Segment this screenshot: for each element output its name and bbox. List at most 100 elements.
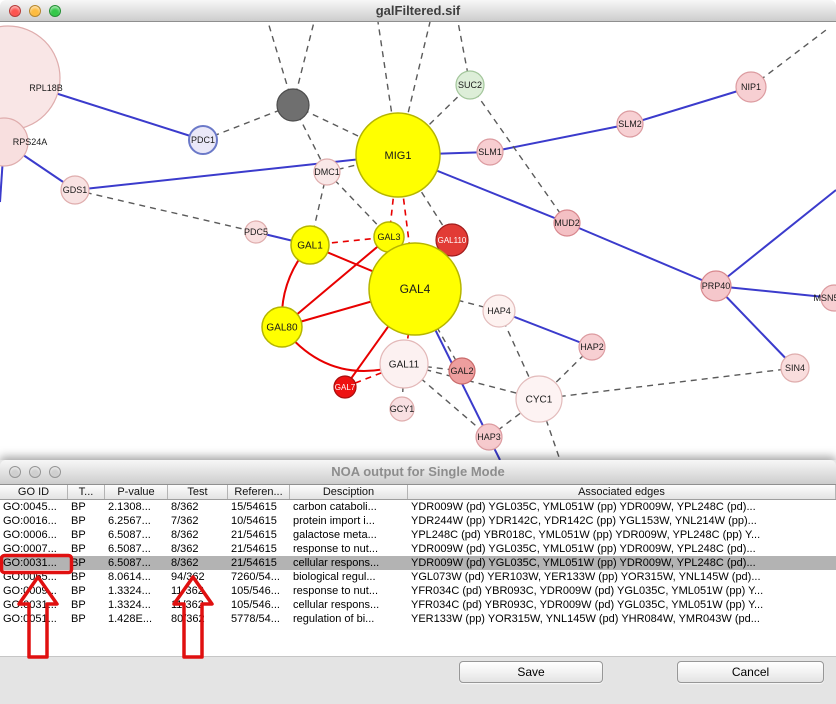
- table-cell: response to nut...: [290, 542, 408, 556]
- table-cell: YDR244W (pp) YDR142C, YDR142C (pp) YGL15…: [408, 514, 836, 528]
- node-label-pdc1: PDC1: [191, 135, 215, 145]
- node-label-hap4: HAP4: [487, 306, 511, 316]
- table-cell: YFR034C (pd) YBR093C, YDR009W (pd) YGL03…: [408, 584, 836, 598]
- table-cell: 21/54615: [228, 542, 290, 556]
- network-window-title: galFiltered.sif: [0, 0, 836, 21]
- table-cell: 11/362: [168, 584, 228, 598]
- table-cell: YFR034C (pd) YBR093C, YDR009W (pd) YGL03…: [408, 598, 836, 612]
- node-label-rpl18b: RPL18B: [29, 83, 63, 93]
- network-canvas[interactable]: RPL18BRPS24AGDS1PDC1DMC1MIG1SUC2SLM2NIP1…: [0, 22, 836, 460]
- table-row[interactable]: GO:0051...BP1.428E...80/3625778/54...reg…: [0, 612, 836, 626]
- network-window: galFiltered.sif RPL18B RPS24A GDS1 PDC1DMC1…: [0, 0, 836, 460]
- table-cell: GO:0007...: [0, 542, 68, 556]
- table-row[interactable]: GO:0016...BP6.2567...7/36210/54615protei…: [0, 514, 836, 528]
- table-cell: YDR009W (pd) YGL035C, YML051W (pp) YDR00…: [408, 500, 836, 514]
- node-rpl18b[interactable]: [0, 26, 60, 130]
- table-cell: BP: [68, 542, 105, 556]
- column-header-t[interactable]: T...: [68, 485, 105, 499]
- node-label-mig1: MIG1: [385, 150, 412, 162]
- column-header-go-id[interactable]: GO ID: [0, 485, 68, 499]
- column-header-desciption[interactable]: Desciption: [290, 485, 408, 499]
- table-cell: 5778/54...: [228, 612, 290, 626]
- edge-sin4-cyc1[interactable]: [539, 368, 795, 399]
- table-cell: 1.3324...: [105, 598, 168, 612]
- cancel-button[interactable]: Cancel: [677, 661, 824, 683]
- table-cell: GO:0031...: [0, 598, 68, 612]
- node-label-sin4: SIN4: [785, 363, 805, 373]
- column-header-associated-edges[interactable]: Associated edges: [408, 485, 836, 499]
- node-label-gal4: GAL4: [400, 282, 431, 296]
- table-cell: 11/362: [168, 598, 228, 612]
- column-header-p-value[interactable]: P-value: [105, 485, 168, 499]
- table-cell: YGL073W (pd) YER103W, YER133W (pp) YOR31…: [408, 570, 836, 584]
- table-cell: GO:0051...: [0, 612, 68, 626]
- node-gray1[interactable]: [277, 89, 309, 121]
- table-row[interactable]: GO:0007...BP6.5087...8/36221/54615respon…: [0, 542, 836, 556]
- noa-output-window: NOA output for Single Mode GO IDT...P-va…: [0, 460, 836, 704]
- noa-window-titlebar[interactable]: NOA output for Single Mode: [0, 460, 836, 485]
- table-cell: protein import i...: [290, 514, 408, 528]
- table-cell: 8/362: [168, 556, 228, 570]
- edge-gds1-pdc5[interactable]: [75, 190, 256, 232]
- edge-mud2-prp40[interactable]: [567, 223, 716, 286]
- table-row[interactable]: GO:0009...BP1.3324...11/362105/546...res…: [0, 584, 836, 598]
- node-label-gal1: GAL1: [297, 241, 323, 252]
- table-cell: 8/362: [168, 528, 228, 542]
- table-row[interactable]: GO:0065...BP8.0614...94/3627260/54...bio…: [0, 570, 836, 584]
- table-cell: GO:0009...: [0, 584, 68, 598]
- table-cell: 21/54615: [228, 528, 290, 542]
- table-cell: YPL248C (pd) YBR018C, YML051W (pp) YDR00…: [408, 528, 836, 542]
- table-cell: YDR009W (pd) YGL035C, YML051W (pp) YDR00…: [408, 542, 836, 556]
- node-label-rps24a: RPS24A: [13, 137, 48, 147]
- node-label-msn5: MSN5: [813, 293, 836, 303]
- save-button[interactable]: Save: [459, 661, 603, 683]
- table-cell: 21/54615: [228, 556, 290, 570]
- node-label-gds1: GDS1: [63, 185, 88, 195]
- column-header-referen[interactable]: Referen...: [228, 485, 290, 499]
- table-row[interactable]: GO:0031...BP1.3324...11/362105/546...cel…: [0, 598, 836, 612]
- node-label-hap3: HAP3: [477, 432, 501, 442]
- table-cell: cellular respons...: [290, 556, 408, 570]
- noa-window-title: NOA output for Single Mode: [0, 460, 836, 484]
- table-cell: 2.1308...: [105, 500, 168, 514]
- node-label-mud2: MUD2: [554, 218, 580, 228]
- edge-prp40-sin4[interactable]: [716, 286, 795, 368]
- edge-slm1-slm2[interactable]: [490, 124, 630, 152]
- node-label-gal3: GAL3: [377, 232, 400, 242]
- node-label-nip1: NIP1: [741, 82, 761, 92]
- node-label-gal110: GAL110: [438, 236, 467, 245]
- network-window-titlebar[interactable]: galFiltered.sif: [0, 0, 836, 22]
- column-header-test[interactable]: Test: [168, 485, 228, 499]
- table-cell: YER133W (pp) YOR315W, YNL145W (pd) YHR08…: [408, 612, 836, 626]
- table-cell: cellular respons...: [290, 598, 408, 612]
- noa-results-table: GO IDT...P-valueTestReferen...Desciption…: [0, 485, 836, 656]
- node-label-dmc1: DMC1: [314, 167, 340, 177]
- table-header-row: GO IDT...P-valueTestReferen...Desciption…: [0, 485, 836, 500]
- table-cell: 94/362: [168, 570, 228, 584]
- table-cell: 80/362: [168, 612, 228, 626]
- table-cell: 7/362: [168, 514, 228, 528]
- table-cell: 8.0614...: [105, 570, 168, 584]
- table-cell: 1.428E...: [105, 612, 168, 626]
- node-label-pdc5: PDC5: [244, 227, 268, 237]
- table-cell: 6.5087...: [105, 528, 168, 542]
- table-cell: BP: [68, 528, 105, 542]
- table-cell: 105/546...: [228, 584, 290, 598]
- node-label-hap2: HAP2: [580, 342, 604, 352]
- node-label-cyc1: CYC1: [526, 395, 553, 406]
- table-cell: GO:0031...: [0, 556, 68, 570]
- edge-gds1-mig1[interactable]: [75, 155, 398, 190]
- table-cell: BP: [68, 598, 105, 612]
- table-row[interactable]: GO:0006...BP6.5087...8/36221/54615galact…: [0, 528, 836, 542]
- table-cell: carbon cataboli...: [290, 500, 408, 514]
- table-cell: 10/54615: [228, 514, 290, 528]
- edge-slm2-nip1[interactable]: [630, 87, 751, 124]
- node-label-gal2: GAL2: [450, 366, 473, 376]
- table-cell: BP: [68, 514, 105, 528]
- node-label-gcy1: GCY1: [390, 404, 415, 414]
- table-cell: YDR009W (pd) YGL035C, YML051W (pp) YDR00…: [408, 556, 836, 570]
- table-row-selected[interactable]: GO:0031...BP6.5087...8/36221/54615cellul…: [0, 556, 836, 570]
- table-cell: BP: [68, 556, 105, 570]
- edge-prp40-r1[interactable]: [716, 190, 836, 286]
- table-row[interactable]: GO:0045...BP2.1308...8/36215/54615carbon…: [0, 500, 836, 514]
